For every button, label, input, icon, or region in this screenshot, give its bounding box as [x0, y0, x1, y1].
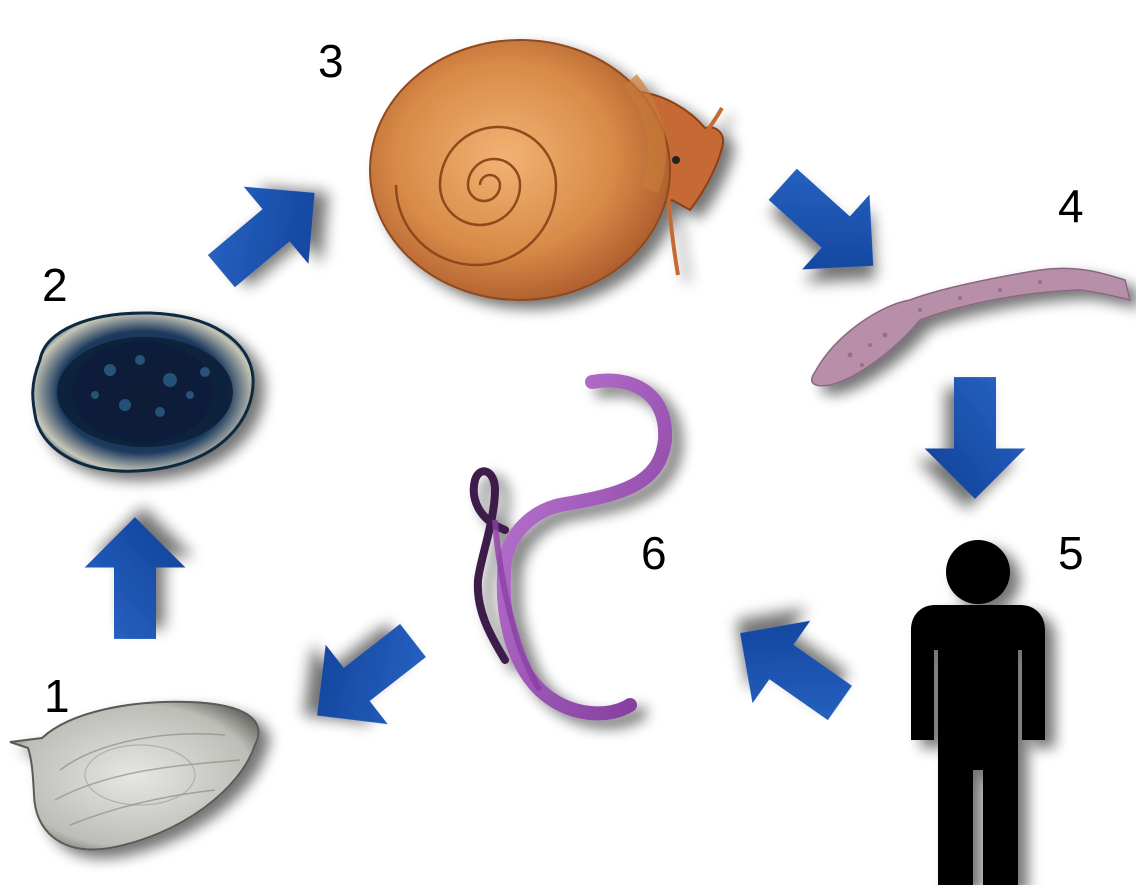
- arrow-5-to-6: [711, 592, 869, 744]
- egg-icon: [10, 702, 259, 850]
- arrow-4-to-5: [925, 377, 1026, 499]
- stage-number-3: 3: [318, 38, 344, 84]
- arrow-1-to-2: [85, 517, 186, 639]
- stage-number-1: 1: [44, 673, 70, 719]
- adult-worm-icon: [474, 380, 665, 713]
- stage-number-2: 2: [42, 262, 68, 308]
- stage-number-4: 4: [1058, 183, 1084, 229]
- snail-icon: [370, 40, 723, 300]
- human-host-icon: [911, 540, 1045, 885]
- arrow-6-to-1: [286, 601, 444, 755]
- stage-number-5: 5: [1058, 530, 1084, 576]
- arrow-3-to-4: [749, 147, 907, 303]
- miracidium-icon: [33, 313, 253, 471]
- cercaria-icon: [812, 268, 1130, 385]
- arrow-2-to-3: [189, 154, 347, 310]
- stage-number-6: 6: [641, 530, 667, 576]
